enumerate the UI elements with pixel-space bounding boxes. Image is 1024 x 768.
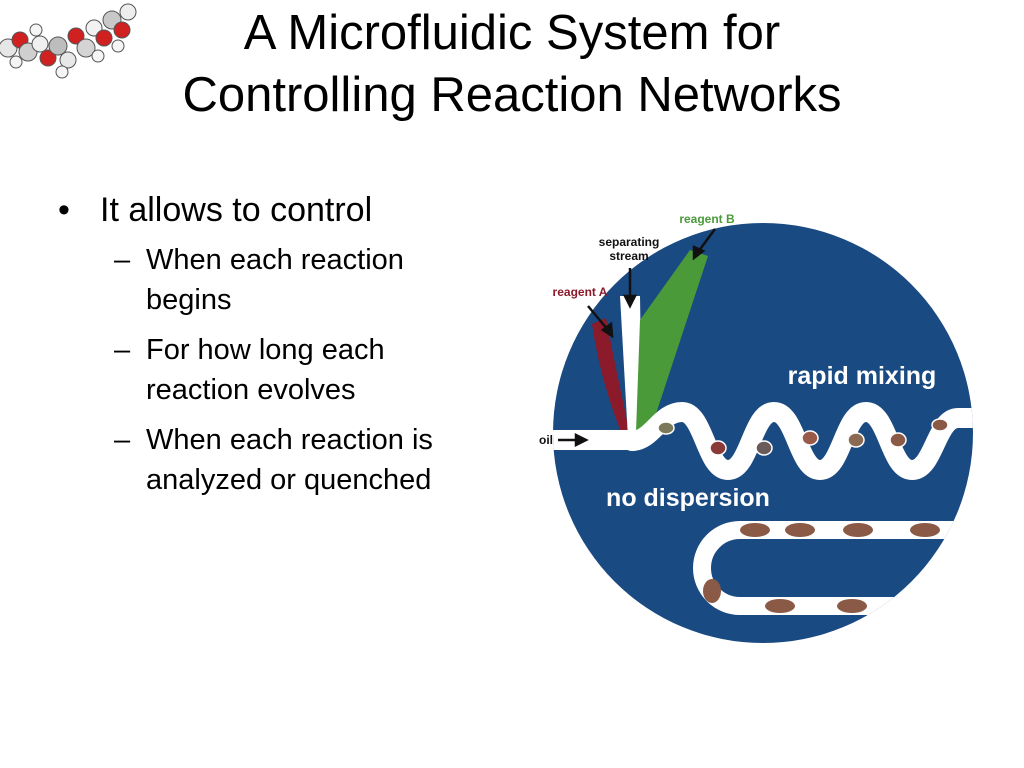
slide-title-line-2: Controlling Reaction Networks (182, 68, 842, 122)
sub-bullet-line-2: reaction evolves (146, 374, 356, 406)
sub-bullet-dash: – (114, 244, 131, 276)
slide-title: A Microfluidic System for Controlling Re… (120, 2, 904, 126)
sub-bullet-line-1: When each reaction is (146, 424, 433, 456)
separating-stream-channel (620, 296, 642, 438)
bullet-list: • It allows to control – When each react… (58, 188, 508, 510)
sub-bullet-line-2: begins (146, 284, 232, 316)
transport-droplets (703, 523, 940, 613)
polymer-chain-molecule-icon (0, 3, 137, 79)
sub-bullet-dash: – (114, 424, 131, 456)
sub-bullet: – When each reaction is analyzed or quen… (58, 420, 508, 500)
reagent-b-channel (636, 250, 708, 432)
separating-stream-label-2: stream (609, 249, 648, 263)
sub-bullet-dash: – (114, 334, 131, 366)
mixing-droplets (657, 418, 949, 456)
bullet-main-text: It allows to control (100, 191, 373, 229)
serpentine-mixing-channel (622, 401, 973, 481)
sub-bullet: – For how long each reaction evolves (58, 330, 508, 410)
separating-stream-label-1: separating (599, 235, 660, 249)
oil-label: oil (539, 433, 553, 447)
dispersion-free-channel (693, 521, 973, 615)
reagent-a-label: reagent A (553, 285, 608, 299)
sub-bullet-line-1: For how long each (146, 334, 385, 366)
no-dispersion-label: no dispersion (606, 484, 770, 512)
oil-inlet-channel (553, 430, 640, 450)
reagent-b-label: reagent B (679, 212, 735, 226)
bullet-main: • It allows to control (58, 188, 508, 232)
rapid-mixing-label: rapid mixing (788, 362, 937, 390)
arrow-icon (558, 228, 717, 448)
reagent-a-channel (592, 318, 630, 440)
sub-bullet-line-1: When each reaction (146, 244, 404, 276)
slide-title-line-1: A Microfluidic System for (243, 6, 781, 60)
sub-bullet-line-2: analyzed or quenched (146, 464, 432, 496)
microfluidic-diagram: reagent B separating stream reagent A oi… (539, 212, 973, 643)
bullet-dot: • (58, 191, 70, 229)
sub-bullet: – When each reaction begins (58, 240, 508, 320)
